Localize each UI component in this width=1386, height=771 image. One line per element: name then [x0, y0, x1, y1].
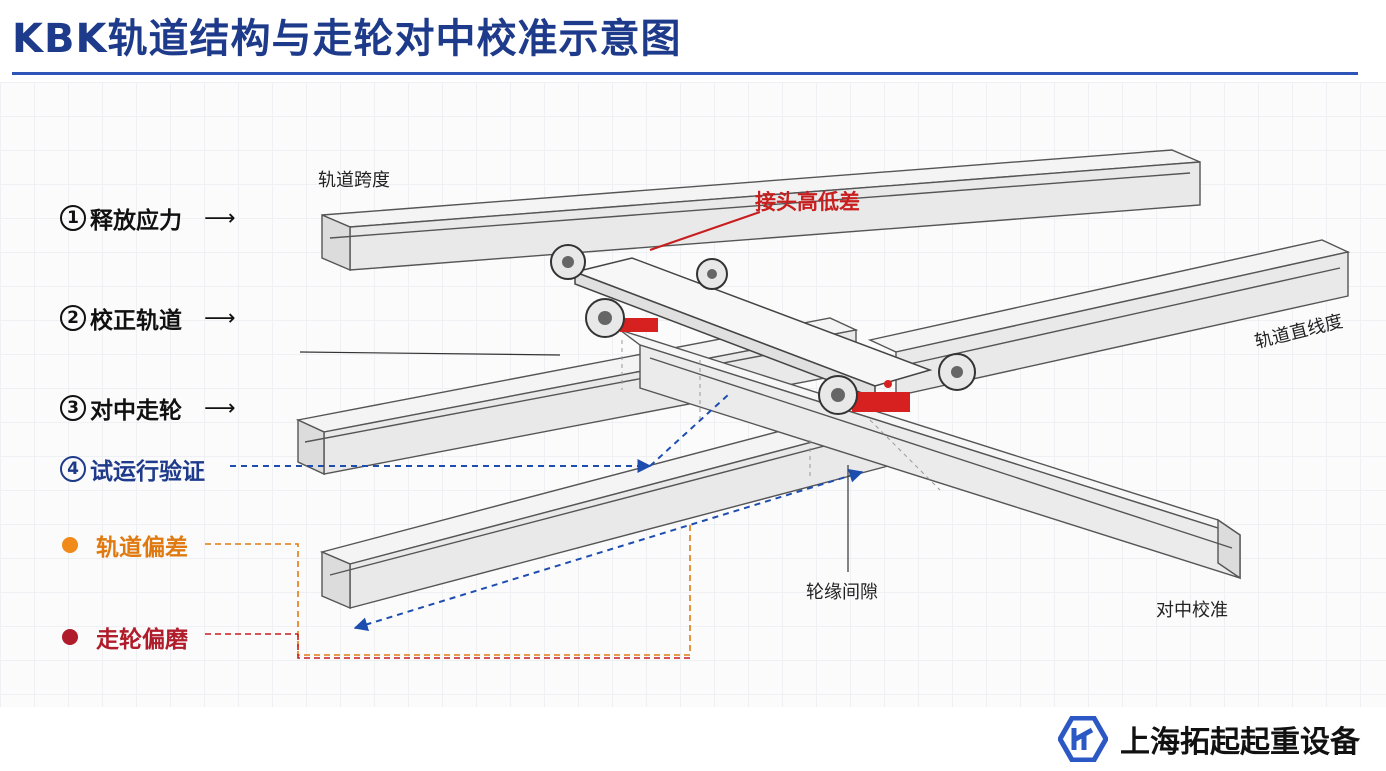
step-1: 1 释放应力 ⟶ [60, 201, 236, 235]
brand-name: 上海拓起起重设备 [1120, 725, 1360, 760]
deviation-line-red-ext [297, 634, 690, 659]
hexagon-crane-logo-icon [1058, 716, 1108, 762]
title-divider [12, 72, 1358, 75]
callout-flange-clearance: 轮缘间隙 [806, 582, 878, 603]
step-3-label: 对中走轮 [90, 398, 182, 424]
rail-upper [321, 149, 1201, 272]
step-2-number: 2 [60, 305, 86, 331]
page-title: KBK轨道结构与走轮对中校准示意图 [12, 16, 682, 62]
joint-block-right [852, 392, 910, 412]
step-4-number: 4 [60, 456, 86, 482]
callout-alignment: 对中校准 [1156, 600, 1228, 621]
step-1-label: 释放应力 [90, 208, 182, 234]
wheel-front-left [585, 298, 625, 338]
joint-block-left [620, 318, 658, 332]
step-3: 3 对中走轮 ⟶ [60, 391, 236, 425]
step-2-label: 校正轨道 [90, 308, 182, 334]
callout-rail-span: 轨道跨度 [318, 170, 390, 191]
wheel-right-end [938, 353, 976, 391]
arrow-right-icon: ⟶ [204, 395, 236, 421]
rail-diagonal [619, 329, 1241, 580]
rail-right [867, 239, 1351, 397]
step-3-number: 3 [60, 395, 86, 421]
legend-rail-deviation-label: 轨道偏差 [96, 535, 188, 561]
rail-leader-line [299, 351, 561, 356]
joint-leader-line [649, 211, 761, 251]
wheel-front-right [818, 375, 858, 415]
legend-wheel-wear: 走轮偏磨 [62, 620, 188, 654]
verify-arrow-front [353, 469, 864, 631]
red-dot-icon [62, 629, 78, 645]
arrow-right-icon: ⟶ [204, 305, 236, 331]
orange-dot-icon [62, 537, 78, 553]
step-4: 4 试运行验证 [60, 452, 205, 486]
legend-rail-deviation: 轨道偏差 [62, 528, 188, 562]
step-1-number: 1 [60, 205, 86, 231]
legend-wheel-wear-label: 走轮偏磨 [96, 627, 188, 653]
arrow-right-icon: ⟶ [204, 205, 236, 231]
joint-marker [884, 380, 892, 388]
callout-joint-height-diff: 接头高低差 [755, 190, 860, 214]
trolley-beam [572, 257, 933, 400]
brand-logo: 上海拓起起重设备 [1058, 716, 1360, 762]
step-2: 2 校正轨道 ⟶ [60, 301, 236, 335]
step-4-label: 试运行验证 [90, 459, 205, 485]
wheel-back-right [696, 258, 728, 290]
wheel-back-left [550, 244, 586, 280]
